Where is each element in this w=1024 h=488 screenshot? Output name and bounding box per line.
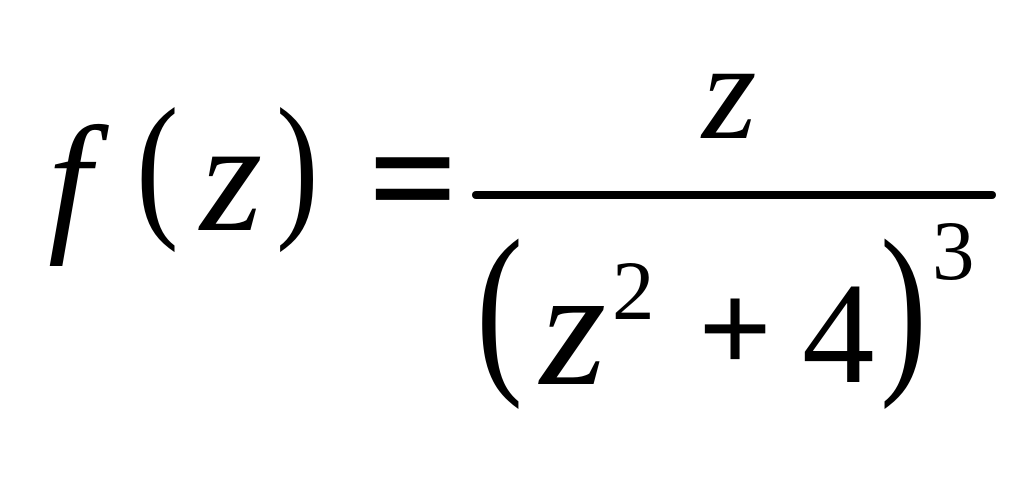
denominator-base: z (540, 233, 607, 421)
argument-variable: z (200, 87, 263, 265)
inner-exponent: 2 (612, 244, 655, 338)
constant: 4 (802, 254, 875, 414)
outer-exponent: 3 (932, 204, 975, 298)
denominator-open-paren: ( (476, 201, 523, 410)
open-paren: ( (136, 75, 179, 253)
denominator-close-paren: ) (880, 201, 927, 410)
fraction-bar (472, 191, 996, 199)
plus-sign: + (698, 257, 773, 401)
close-paren: ) (276, 75, 319, 253)
equals-sign: = (368, 91, 459, 266)
function-name: f (48, 95, 92, 267)
numerator: z (702, 14, 757, 169)
